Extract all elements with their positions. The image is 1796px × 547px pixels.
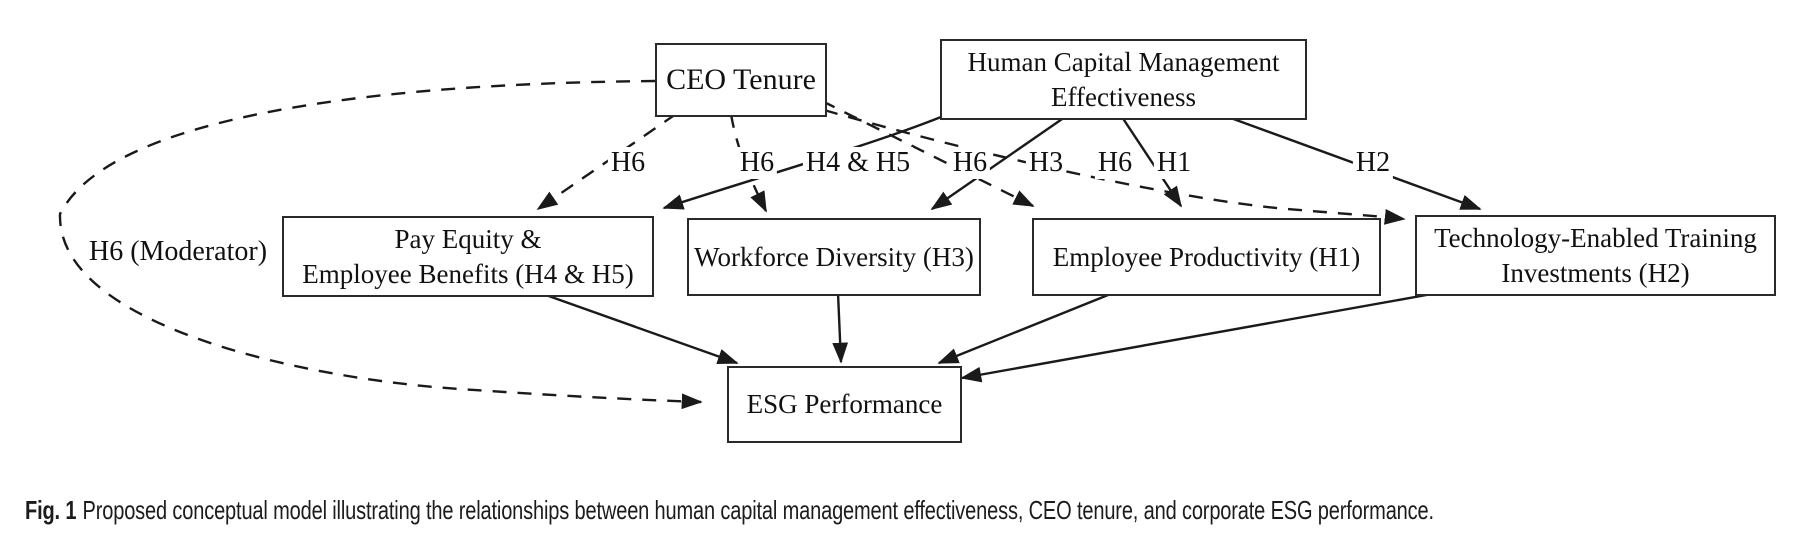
edge-ceo-technology	[823, 108, 1406, 225]
node-pay-equity-benefits-label: Pay Equity & Employee Benefits (H4 & H5)	[302, 223, 634, 289]
edge-label-h1: H1	[1153, 147, 1195, 179]
node-ceo-tenure: CEO Tenure	[655, 43, 827, 117]
node-technology-training-label: Technology-Enabled Training Investments …	[1434, 222, 1757, 288]
node-technology-training: Technology-Enabled Training Investments …	[1415, 215, 1776, 296]
edge-payequity-esg	[542, 292, 739, 365]
edge-label-h2: H2	[1352, 147, 1394, 179]
node-workforce-diversity: Workforce Diversity (H3)	[687, 218, 981, 296]
node-ceo-tenure-label: CEO Tenure	[666, 62, 816, 96]
edge-label-h6-workforce: H6	[736, 147, 778, 179]
figure-caption-text: Proposed conceptual model illustrating t…	[82, 495, 1435, 525]
figure-caption-number: Fig. 1	[25, 495, 77, 525]
edge-hcm-workforce	[930, 116, 1066, 210]
edge-productivity-esg	[937, 291, 1114, 365]
node-esg-performance-label: ESG Performance	[746, 389, 943, 420]
edge-label-h6-moderator: H6 (Moderator)	[85, 236, 271, 268]
edge-technology-esg	[960, 292, 1433, 383]
edge-ceo-payequity	[536, 113, 677, 210]
node-workforce-diversity-label: Workforce Diversity (H3)	[694, 241, 974, 272]
edge-label-h4-h5: H4 & H5	[802, 147, 914, 179]
node-employee-productivity: Employee Productivity (H1)	[1032, 218, 1381, 296]
edge-workforce-esg	[832, 292, 849, 364]
node-pay-equity-benefits: Pay Equity & Employee Benefits (H4 & H5)	[282, 216, 654, 297]
node-esg-performance: ESG Performance	[727, 366, 962, 443]
edge-label-h3: H3	[1025, 147, 1067, 179]
edge-hcm-productivity	[1120, 116, 1183, 208]
edge-label-h6-productivity: H6	[949, 147, 991, 179]
edge-ceo-esg-moderator	[58, 79, 703, 410]
edge-label-h6-payequity: H6	[607, 147, 649, 179]
node-hcm-effectiveness: Human Capital Management Effectiveness	[940, 39, 1307, 120]
edge-label-h6-technology: H6	[1094, 147, 1136, 179]
node-hcm-effectiveness-label: Human Capital Management Effectiveness	[967, 46, 1280, 112]
node-employee-productivity-label: Employee Productivity (H1)	[1052, 241, 1361, 272]
